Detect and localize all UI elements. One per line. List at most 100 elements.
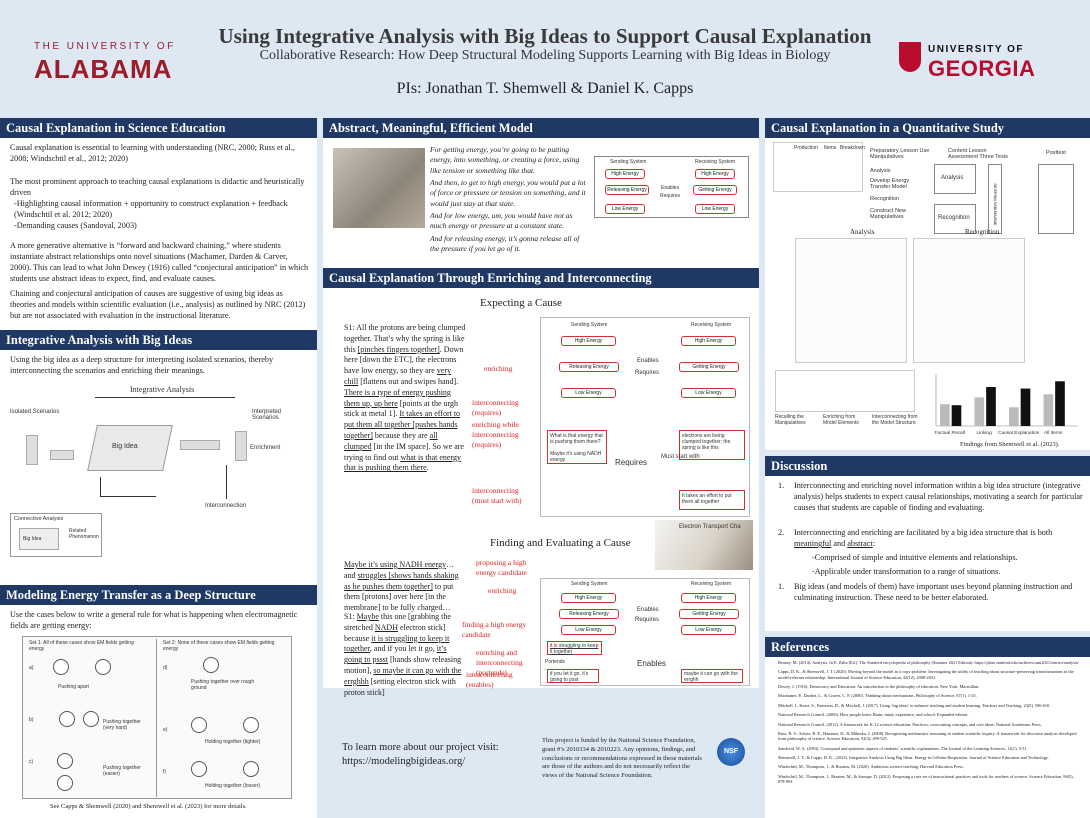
fa-finding: finding a high energy candidate bbox=[462, 620, 527, 640]
arrow-block bbox=[50, 450, 74, 460]
q-recognition-box: Recognition bbox=[934, 204, 976, 234]
disc-i3: Big ideas (and models of them) have impo… bbox=[794, 582, 1073, 603]
disc-i2: Interconnecting and enriching are facili… bbox=[794, 527, 1084, 549]
s1-t7: . bbox=[426, 463, 429, 473]
model2-enables: Enables bbox=[637, 358, 659, 364]
case-c-letter: c) bbox=[29, 759, 34, 765]
chart-tick-label: Linking bbox=[977, 430, 993, 436]
model-releasing: Releasing Energy bbox=[605, 185, 649, 195]
ann-interconnecting-requires: interconnecting (requires) bbox=[472, 398, 519, 418]
model3-getting: Getting Energy bbox=[679, 609, 739, 619]
s1-u3: There is a type of energy pushing them u… bbox=[344, 387, 451, 408]
q-findings: Findings from Shemwell et al. (2023). bbox=[960, 441, 1060, 448]
note5: it is struggling to keep it together bbox=[550, 643, 599, 655]
case-a-letter: a) bbox=[29, 665, 34, 671]
q-col-analysis: Analysis bbox=[850, 228, 875, 236]
q-prep: Preparatory Lesson Use Manipulatives bbox=[870, 148, 930, 160]
f-u2: struggles [shows hands shaking as he pus… bbox=[344, 570, 459, 591]
finding-title: Finding and Evaluating a Cause bbox=[490, 537, 631, 549]
manipulatives-diagram: Production Items Breakdown bbox=[773, 142, 866, 192]
note2: electrons are being clumped together; th… bbox=[682, 433, 731, 451]
f2-u3: it is struggling to keep it together bbox=[344, 633, 450, 654]
arrow-block bbox=[180, 440, 220, 450]
disc-i2b: -Applicable under transformation to a ra… bbox=[812, 567, 1001, 576]
discussion-heading: Discussion bbox=[765, 456, 1090, 476]
f2-u1: Maybe bbox=[356, 612, 379, 621]
model-high-recv: High Energy bbox=[695, 169, 735, 179]
q-recognition2: Recognition bbox=[938, 215, 970, 221]
case-f-label: Holding together (looser) bbox=[205, 783, 261, 789]
chart-bar bbox=[1043, 394, 1054, 426]
ref-item: Windschitl, M., Thompson, J., & Braaten,… bbox=[778, 764, 964, 770]
photo-label: Electron Transport Cha bbox=[679, 524, 741, 530]
note7: maybe it can go with the errghh bbox=[684, 671, 738, 683]
fa-portends: enriching and interconnecting (portends) bbox=[476, 648, 523, 678]
case-e-label: Holding together (tighter) bbox=[205, 739, 261, 745]
disc-i2a: -Comprised of simple and intuitive eleme… bbox=[812, 553, 1018, 562]
model3-requires: Requires bbox=[635, 617, 660, 623]
enriching-heading: Causal Explanation Through Enriching and… bbox=[323, 268, 759, 288]
q-production: Production bbox=[794, 145, 818, 151]
case-d-letter: d) bbox=[163, 665, 168, 671]
model3-sending: Sending System bbox=[571, 581, 608, 587]
f2-u2: NADH bbox=[374, 622, 398, 632]
model2-low-send: Low Energy bbox=[561, 388, 616, 398]
project-url[interactable]: https://modelingbigideas.org/ bbox=[342, 756, 466, 767]
fig-interconnection: Interconnection bbox=[205, 503, 247, 509]
abstract-q2: And then, to get to high energy, you wou… bbox=[430, 178, 586, 208]
fig-enrichment: Enrichment bbox=[250, 445, 281, 451]
q-breakdown: Breakdown bbox=[840, 145, 866, 151]
quant-heading: Causal Explanation in a Quantitative Stu… bbox=[765, 118, 1090, 138]
poster-pis: PIs: Jonathan T. Shemwell & Daniel K. Ca… bbox=[396, 80, 694, 97]
charge-icon bbox=[203, 657, 219, 673]
note-box: What is that energy that is pushing them… bbox=[547, 430, 607, 464]
arrow-block bbox=[26, 435, 38, 465]
charge-icon bbox=[59, 711, 75, 727]
model3-low-send: Low Energy bbox=[561, 625, 616, 635]
chart-bar bbox=[974, 397, 985, 426]
model3-portends: Portends bbox=[545, 659, 566, 665]
model-getting: Getting Energy bbox=[693, 185, 737, 195]
ref-item: Capps, D. K., & Shemwell, J. T. (2020). … bbox=[778, 669, 1074, 680]
modeling-heading: Modeling Energy Transfer as a Deep Struc… bbox=[0, 585, 317, 605]
f2-t5: [setting electron stick with proton stic… bbox=[344, 676, 456, 697]
s1-u1: [pinches fingers together] bbox=[357, 344, 440, 354]
q-recalling: Recalling the Manipulatives bbox=[775, 414, 806, 426]
set2-label: Set 2: None of these cases show EM field… bbox=[163, 640, 275, 652]
integrative-figure: Integrative Analysis Isolated Scenarios … bbox=[10, 385, 310, 557]
connective-plane bbox=[19, 528, 59, 550]
note-box: maybe it can go with the errghh bbox=[681, 669, 743, 683]
disc-i2-mid: and bbox=[831, 539, 848, 549]
model2-requires-big: Requires bbox=[615, 458, 648, 467]
q-analysis: Analysis bbox=[870, 168, 891, 174]
charge-icon bbox=[57, 753, 73, 769]
s1-t4: [points at the urgh stick at metal 1]. bbox=[344, 398, 459, 419]
disc-i1: Interconnecting and enriching novel info… bbox=[794, 481, 1083, 513]
fig-title: Integrative Analysis bbox=[130, 385, 195, 394]
charge-icon bbox=[53, 659, 69, 675]
note4: It takes an effort to put them all toget… bbox=[682, 493, 732, 505]
ref-item: Mitchell, I., Keast, S., Panizzon, D., &… bbox=[778, 702, 1051, 708]
charge-icon bbox=[57, 775, 73, 791]
expecting-title: Expecting a Cause bbox=[480, 297, 562, 309]
model-enables: Enables bbox=[661, 185, 680, 191]
q-items: Items bbox=[824, 145, 837, 151]
abstract-q3: And for low energy, um, you would have n… bbox=[430, 211, 573, 231]
q-col-recognition: Recognition bbox=[965, 228, 1000, 236]
charge-icon bbox=[243, 761, 259, 777]
note-box: if you let it go, it’s going to psst bbox=[547, 669, 599, 683]
q-posttest-box bbox=[1038, 164, 1074, 234]
ref-item: Dewey, J. (1916). Democracy and Educatio… bbox=[778, 684, 980, 690]
model2-high-recv: High Energy bbox=[681, 336, 736, 346]
study-design: Preparatory Lesson Use Manipulatives Con… bbox=[868, 142, 1080, 252]
abstract-heading: Abstract, Meaningful, Efficient Model bbox=[323, 118, 759, 138]
model2-getting: Getting Energy bbox=[679, 362, 739, 372]
f-quote-1: Maybe it’s using NADH energy… and strugg… bbox=[344, 560, 464, 614]
modeling-p1: Use the cases below to write a general r… bbox=[10, 610, 298, 631]
model2-sending: Sending System bbox=[571, 322, 608, 328]
project-visit: To learn more about our project visit: bbox=[342, 742, 499, 753]
ua-logo-top: THE UNIVERSITY OF bbox=[34, 41, 176, 52]
f2-t3: , and if you let it go, bbox=[369, 644, 437, 654]
s1-t6: [in the IM space]. So we are trying to f… bbox=[344, 441, 464, 462]
model-sending: Sending System bbox=[610, 159, 647, 165]
